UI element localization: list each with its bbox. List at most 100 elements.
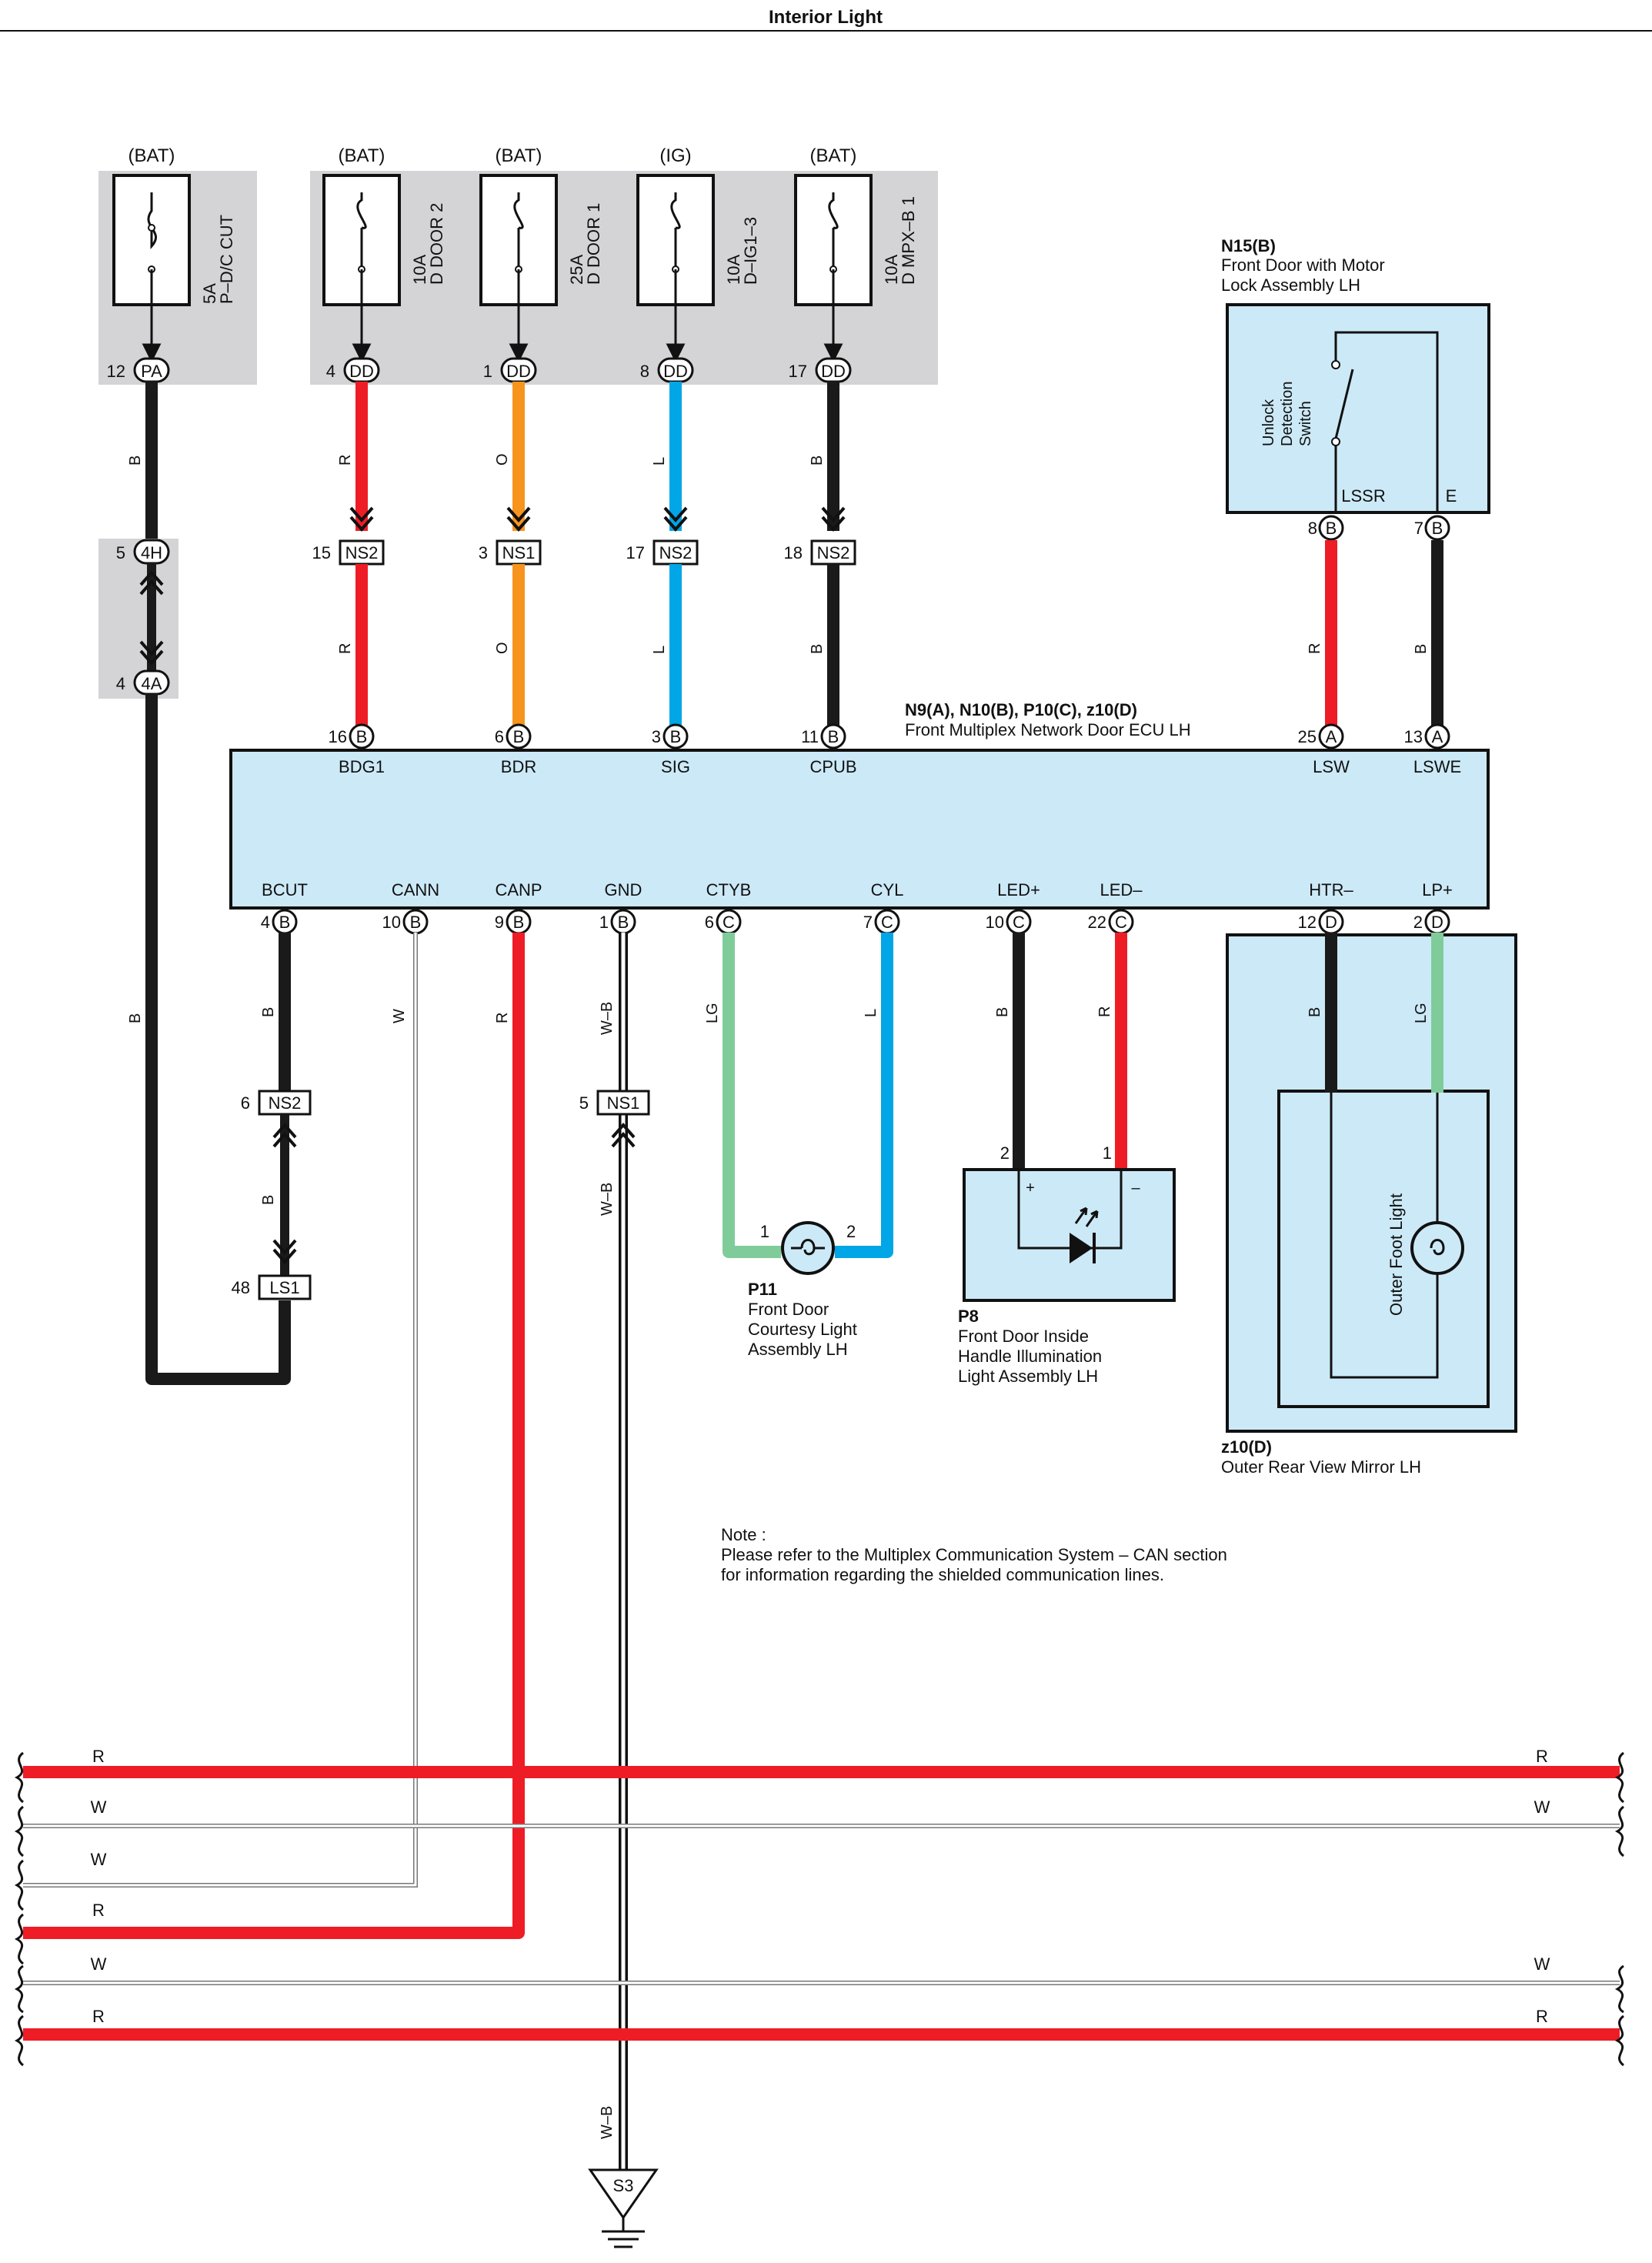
ecu-top-pin-num: 6 bbox=[495, 727, 504, 746]
svg-text:2: 2 bbox=[1000, 1143, 1010, 1163]
fuse-5-source: (BAT) bbox=[810, 145, 857, 166]
svg-text:W: W bbox=[1534, 1797, 1550, 1817]
svg-text:W–B: W–B bbox=[599, 2106, 616, 2139]
ecu-bottom-pin-label: CANP bbox=[495, 880, 542, 900]
svg-text:NS2: NS2 bbox=[269, 1093, 302, 1113]
ecu-bottom-pin-conn: B bbox=[513, 913, 525, 932]
svg-text:P11: P11 bbox=[748, 1280, 777, 1299]
ecu-bottom-pin-label: CANN bbox=[392, 880, 439, 900]
svg-text:Front Door with Motor: Front Door with Motor bbox=[1221, 255, 1385, 275]
svg-text:15: 15 bbox=[312, 543, 331, 562]
svg-text:z10(D): z10(D) bbox=[1221, 1437, 1272, 1457]
fuse-3: (BAT) 25A D DOOR 1 bbox=[479, 145, 603, 306]
ecu-top-pin-num: 25 bbox=[1298, 727, 1317, 746]
svg-text:R: R bbox=[1096, 1006, 1113, 1017]
fuse-1-rating: 5A bbox=[200, 283, 219, 304]
ecu-name: Front Multiplex Network Door ECU LH bbox=[905, 720, 1191, 739]
ecu-bottom-pin-num: 10 bbox=[986, 913, 1004, 932]
bulb-icon bbox=[800, 1239, 816, 1256]
svg-text:PA: PA bbox=[141, 362, 162, 381]
ecu-top-pin-label: BDG1 bbox=[339, 757, 385, 776]
svg-text:12: 12 bbox=[107, 362, 125, 381]
fuse-2-rating: 10A bbox=[410, 255, 429, 285]
ecu-top-pin-num: 3 bbox=[652, 727, 661, 746]
ecu-bottom-pin-num: 1 bbox=[599, 913, 609, 932]
ecu-top-pin-label: LSW bbox=[1313, 757, 1350, 776]
svg-text:–: – bbox=[1131, 1180, 1140, 1197]
note: Note : Please refer to the Multiplex Com… bbox=[721, 1525, 1227, 1584]
fuse-5-rating: 10A bbox=[882, 255, 901, 285]
unlock-switch-icon bbox=[1334, 369, 1354, 439]
svg-text:W: W bbox=[91, 1797, 107, 1817]
svg-text:R: R bbox=[92, 1747, 105, 1766]
svg-text:Handle Illumination: Handle Illumination bbox=[958, 1347, 1102, 1366]
fuse-1: (BAT) 5A P–D/C CUT bbox=[112, 145, 236, 306]
ecu-top-pin-conn: B bbox=[513, 727, 525, 746]
svg-text:1: 1 bbox=[1103, 1143, 1112, 1163]
svg-text:Outer Foot Light: Outer Foot Light bbox=[1387, 1193, 1406, 1316]
junction-panel-4h-4a bbox=[98, 539, 179, 699]
can-bus-lines: R R W W W R W W R R bbox=[14, 1747, 1625, 2067]
svg-text:6: 6 bbox=[241, 1093, 250, 1113]
svg-text:Unlock: Unlock bbox=[1260, 399, 1277, 446]
svg-text:R: R bbox=[1536, 2007, 1548, 2026]
svg-text:DD: DD bbox=[663, 362, 688, 381]
ecu-bottom-pin-conn: C bbox=[881, 913, 893, 932]
ecu-bottom-pin-conn: D bbox=[1431, 913, 1443, 932]
ecu-bottom-pin-conn: D bbox=[1325, 913, 1337, 932]
svg-text:8: 8 bbox=[1308, 519, 1317, 538]
fuse-1-source: (BAT) bbox=[128, 145, 175, 166]
svg-text:NS2: NS2 bbox=[345, 543, 379, 562]
svg-text:O: O bbox=[494, 642, 511, 654]
svg-text:2: 2 bbox=[846, 1222, 856, 1241]
svg-text:W: W bbox=[91, 1954, 107, 1974]
p11-courtesy-light: 1 2 P11 Front Door Courtesy Light Assemb… bbox=[748, 1221, 857, 1359]
fuse-4-symbol-icon bbox=[670, 192, 681, 229]
svg-text:4H: 4H bbox=[141, 543, 162, 562]
ecu-top-pin-conn: A bbox=[1432, 727, 1443, 746]
svg-text:DD: DD bbox=[349, 362, 374, 381]
svg-text:L: L bbox=[651, 646, 668, 654]
fuse-2-name: D DOOR 2 bbox=[427, 203, 446, 285]
ecu-top-pin-label: BDR bbox=[501, 757, 536, 776]
svg-text:Courtesy Light: Courtesy Light bbox=[748, 1320, 857, 1339]
ecu-bottom-pin-label: LED– bbox=[1100, 880, 1143, 900]
fuse-2: (BAT) 10A D DOOR 2 bbox=[322, 145, 446, 306]
ground-s3: S3 bbox=[588, 2168, 659, 2248]
ecu-top-pin-conn: B bbox=[670, 727, 682, 746]
ecu-id: N9(A), N10(B), P10(C), z10(D) bbox=[905, 700, 1137, 719]
ecu-bottom-pin-num: 6 bbox=[705, 913, 714, 932]
ecu-bottom-pin-num: 7 bbox=[863, 913, 873, 932]
svg-text:L: L bbox=[651, 457, 668, 466]
svg-text:NS2: NS2 bbox=[817, 543, 850, 562]
svg-text:P8: P8 bbox=[958, 1307, 979, 1326]
led-icon bbox=[1070, 1233, 1093, 1263]
ecu-bottom-pin-conn: B bbox=[279, 913, 291, 932]
ecu-top-pin-label: LSWE bbox=[1413, 757, 1461, 776]
svg-text:17: 17 bbox=[789, 362, 807, 381]
ecu-bottom-pin-conn: C bbox=[1115, 913, 1127, 932]
svg-text:R: R bbox=[92, 1901, 105, 1920]
svg-text:W–B: W–B bbox=[599, 1002, 616, 1035]
svg-text:LG: LG bbox=[1413, 1003, 1430, 1023]
svg-text:B: B bbox=[1432, 519, 1443, 538]
svg-text:4: 4 bbox=[326, 362, 335, 381]
svg-text:48: 48 bbox=[232, 1278, 250, 1297]
ecu-bottom-pin-label: LED+ bbox=[997, 880, 1040, 900]
svg-text:S3: S3 bbox=[613, 2176, 634, 2195]
svg-text:DD: DD bbox=[821, 362, 846, 381]
ns-junctions-top: NS2 15 NS1 3 NS2 17 NS2 18 bbox=[312, 539, 856, 566]
ecu-bottom-pin-conn: B bbox=[618, 913, 629, 932]
svg-text:B: B bbox=[809, 644, 826, 654]
ecu-top-pin-num: 13 bbox=[1404, 727, 1423, 746]
ecu-top-pin-num: 16 bbox=[329, 727, 347, 746]
svg-text:L: L bbox=[863, 1009, 879, 1017]
ecu-bottom-pin-label: CYL bbox=[871, 880, 904, 900]
svg-text:8: 8 bbox=[640, 362, 649, 381]
svg-text:Outer Rear View Mirror LH: Outer Rear View Mirror LH bbox=[1221, 1457, 1421, 1477]
svg-text:B: B bbox=[1326, 519, 1337, 538]
svg-text:Front Door Inside: Front Door Inside bbox=[958, 1327, 1089, 1346]
ecu-bottom-pin-num: 22 bbox=[1088, 913, 1106, 932]
ecu-bottom-pin-label: HTR– bbox=[1309, 880, 1353, 900]
